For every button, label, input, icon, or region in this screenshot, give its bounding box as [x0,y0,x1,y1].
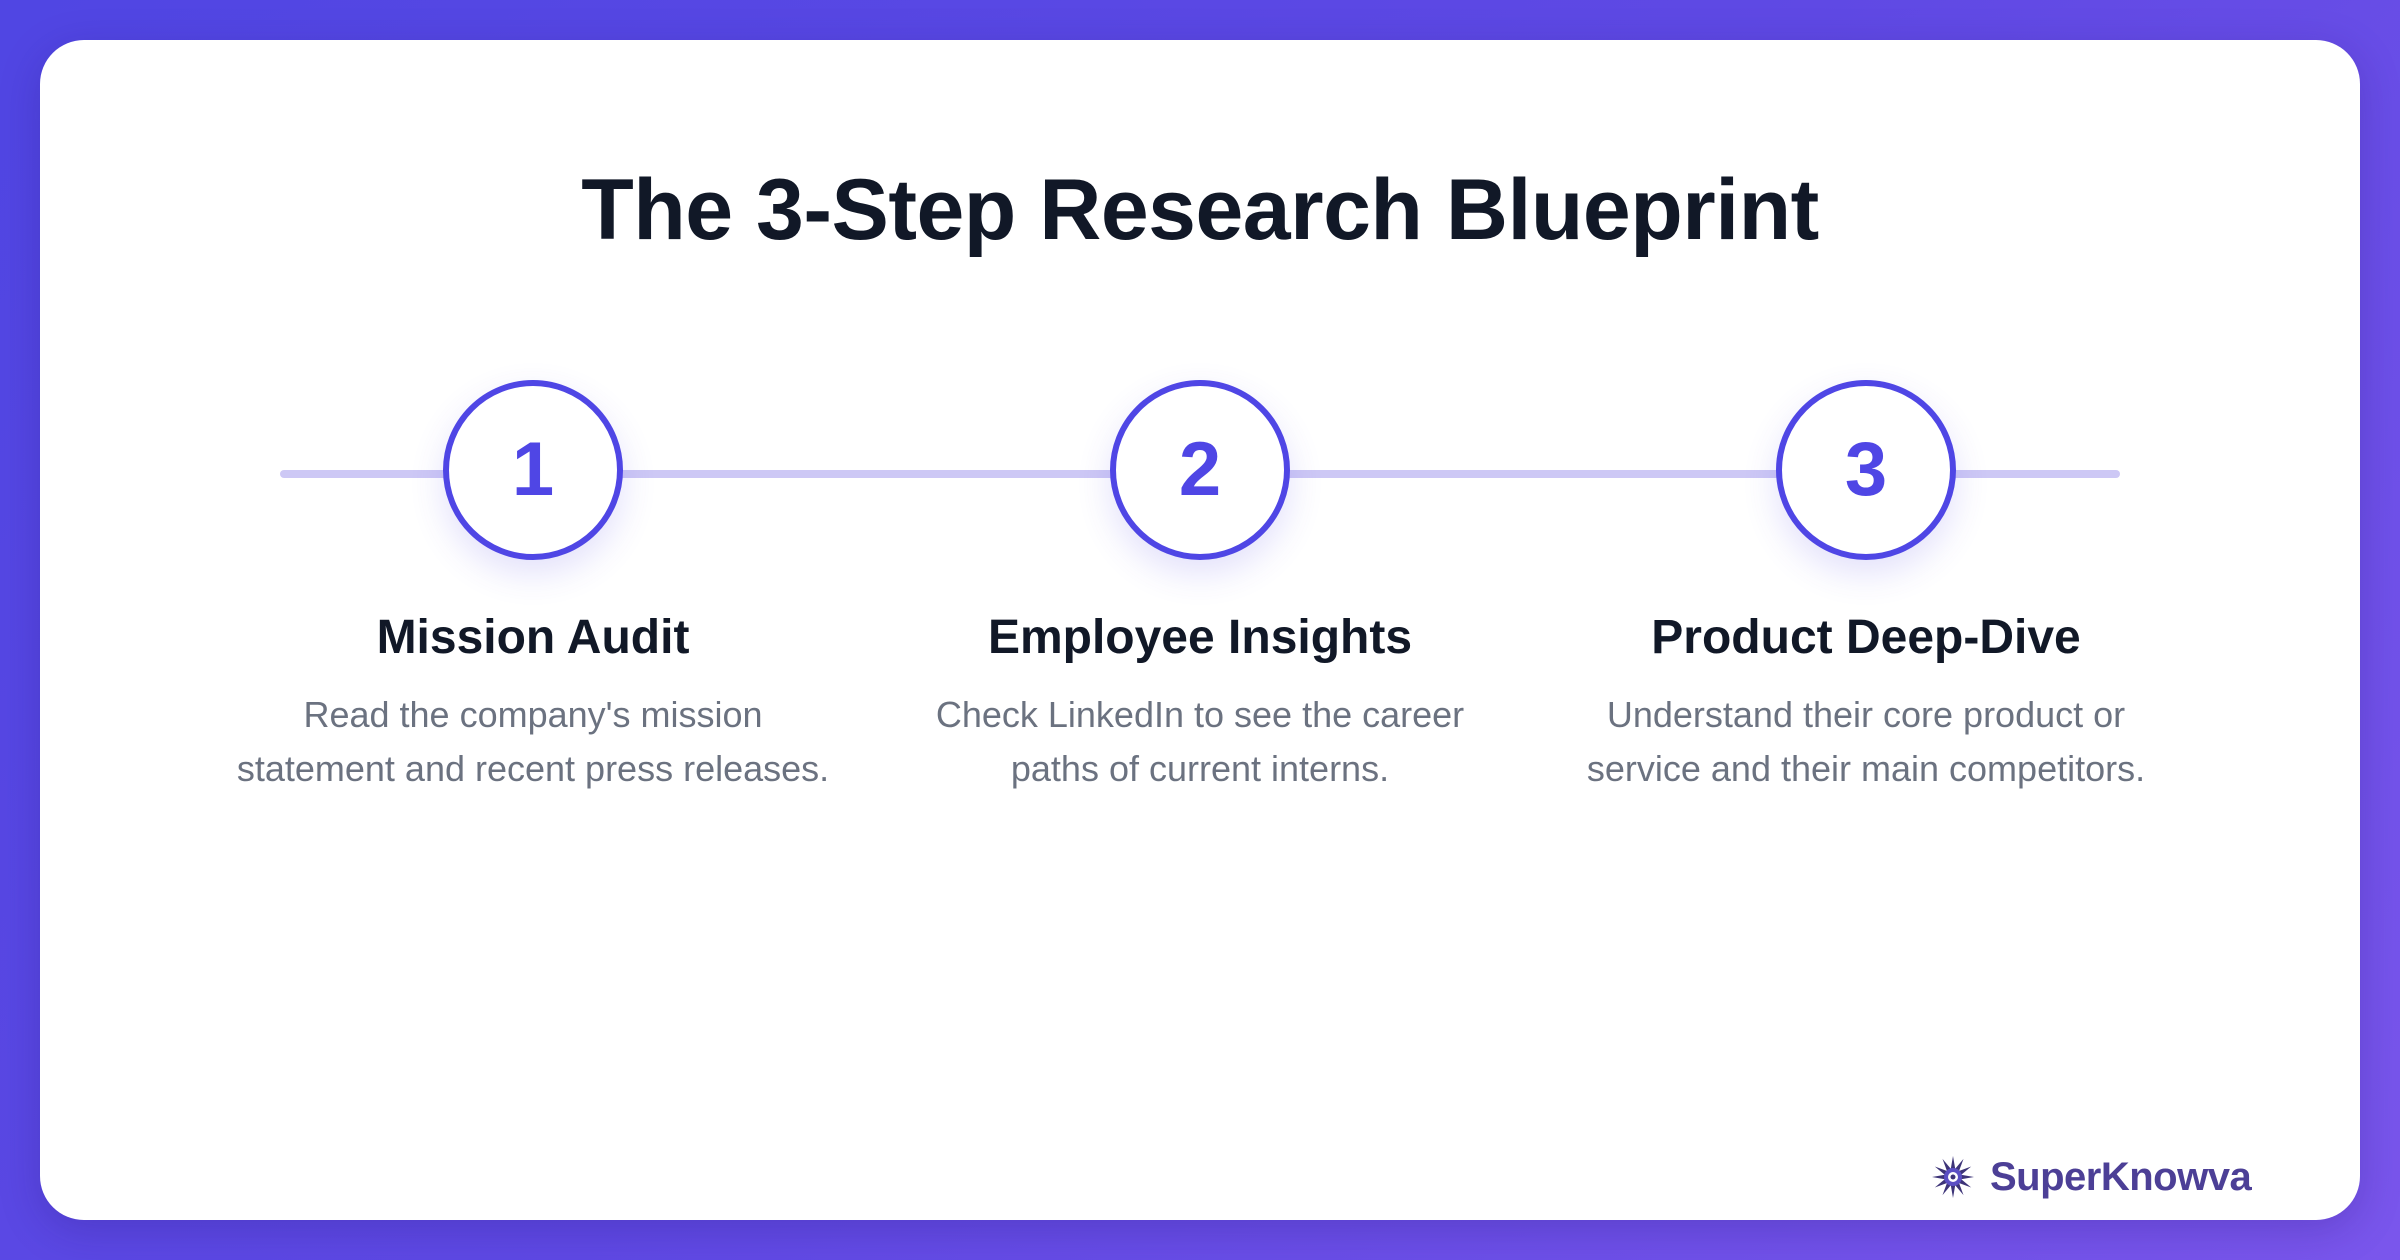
page-title: The 3-Step Research Blueprint [581,162,1819,258]
step-number-circle: 2 [1110,380,1290,560]
step-employee-insights: 2 Employee Insights Check LinkedIn to se… [890,380,1510,796]
step-description: Check LinkedIn to see the career paths o… [935,694,1465,789]
step-number: 1 [511,427,555,512]
step-number-circle: 1 [443,380,623,560]
brand-name: SuperKnowva [1990,1154,2252,1199]
step-title: Mission Audit [376,611,690,664]
step-description: Read the company's mission statement and… [236,694,830,789]
step-number-circle: 3 [1776,380,1956,560]
step-title: Product Deep-Dive [1651,611,2081,664]
step-number: 2 [1178,427,1222,512]
step-number: 3 [1844,427,1888,512]
step-description: Understand their core product or service… [1586,694,2146,789]
step-product-deep-dive: 3 Product Deep-Dive Understand their cor… [1556,380,2176,796]
brand-logo: SuperKnowva [1930,1154,2252,1200]
step-mission-audit: 1 Mission Audit Read the company's missi… [223,380,843,796]
step-title: Employee Insights [987,611,1413,664]
content-card [40,40,2360,1220]
starburst-logo-icon [1932,1156,1974,1198]
